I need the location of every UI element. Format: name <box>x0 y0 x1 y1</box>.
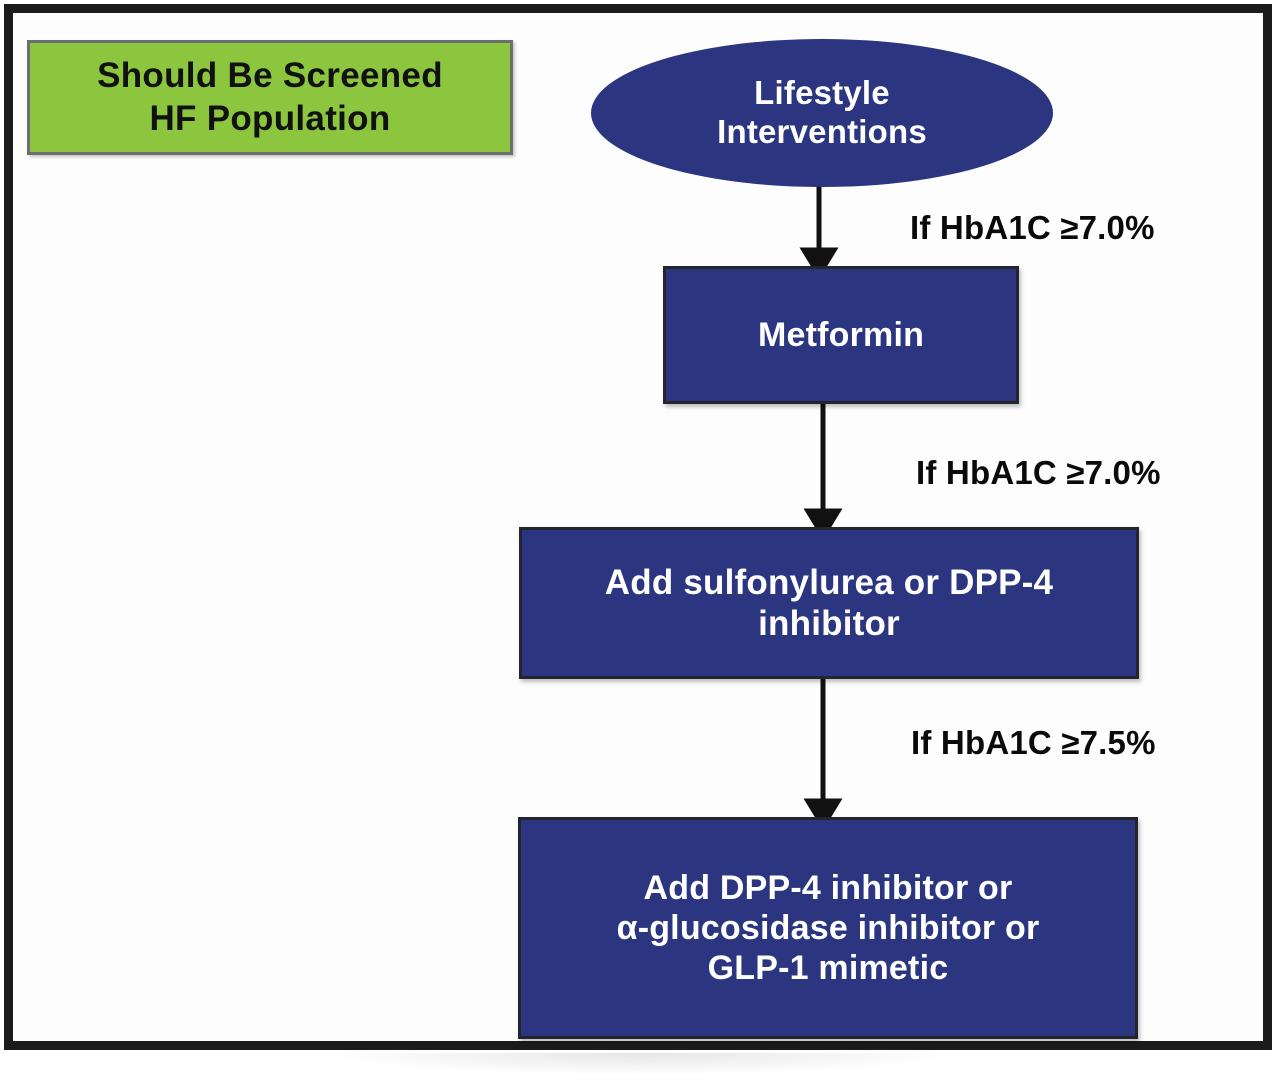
edge-label-hba1c-1: If HbA1C ≥7.0% <box>910 209 1155 246</box>
node-add-sulfonylurea-label: Add sulfonylurea or DPP-4 inhibitor <box>589 562 1069 645</box>
figure-frame: Should Be Screened HF Population Lifesty… <box>4 4 1272 1050</box>
node-lifestyle-line-1: Lifestyle <box>754 74 890 112</box>
edge-label-hba1c-2: If HbA1C ≥7.0% <box>916 454 1161 491</box>
node-thirdline-line-2: α-glucosidase inhibitor or <box>616 908 1040 947</box>
node-thirdline-label: Add DPP-4 inhibitor or α-glucosidase inh… <box>603 868 1054 988</box>
node-sulfonylurea-line-1: Add sulfonylurea or DPP-4 <box>604 562 1054 602</box>
edge-label-hba1c-3: If HbA1C ≥7.5% <box>911 724 1156 761</box>
node-metformin: Metformin <box>663 266 1019 404</box>
node-thirdline-line-3: GLP-1 mimetic <box>707 949 949 988</box>
legend-label-line-2: HF Population <box>149 98 391 138</box>
figure-drop-shadow <box>330 1053 950 1075</box>
node-lifestyle-interventions-label: Lifestyle Interventions <box>717 74 927 152</box>
node-sulfonylurea-line-2: inhibitor <box>758 604 900 643</box>
node-metformin-label: Metformin <box>758 315 924 355</box>
node-lifestyle-line-2: Interventions <box>717 113 927 150</box>
legend-label: Should Be Screened HF Population <box>97 55 443 140</box>
legend-should-be-screened: Should Be Screened HF Population <box>27 40 513 155</box>
node-lifestyle-interventions: Lifestyle Interventions <box>591 39 1053 187</box>
node-add-sulfonylurea-or-dpp4-inhibitor: Add sulfonylurea or DPP-4 inhibitor <box>519 527 1139 679</box>
node-thirdline-line-1: Add DPP-4 inhibitor or <box>643 868 1013 907</box>
flowchart-canvas: Should Be Screened HF Population Lifesty… <box>13 13 1263 1041</box>
legend-label-line-1: Should Be Screened <box>97 55 443 95</box>
node-metformin-line-1: Metformin <box>757 315 925 354</box>
node-add-dpp4-or-alpha-glucosidase-or-glp1: Add DPP-4 inhibitor or α-glucosidase inh… <box>518 817 1138 1039</box>
